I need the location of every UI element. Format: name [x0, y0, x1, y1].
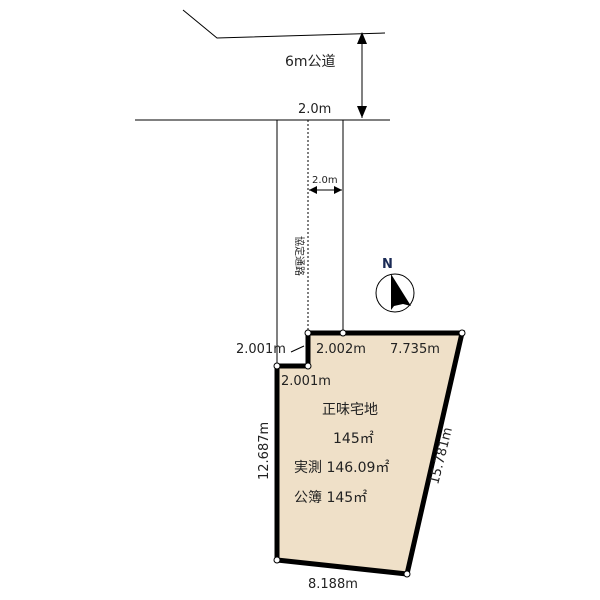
area-registered: 公簿 145㎡: [294, 490, 367, 506]
arrowhead-left: [309, 186, 317, 194]
dim-notch-bottom: 2.001m: [281, 374, 331, 389]
passage-label: 協定通路: [293, 236, 306, 276]
svg-text:N: N: [382, 257, 393, 272]
dim-left: 12.687m: [257, 422, 272, 480]
area-measured: 実測 146.09㎡: [294, 460, 389, 476]
road-frontage-label: 2.0m: [298, 102, 331, 117]
corner-markers: [273, 329, 466, 578]
notch-leader-line: [290, 345, 305, 353]
arrowhead-right: [334, 186, 342, 194]
dim-top-right: 7.735m: [390, 342, 440, 357]
area-title: 正味宅地: [322, 402, 378, 418]
dim-bottom: 8.188m: [308, 577, 358, 592]
road-edge-line: [182, 9, 386, 39]
area-net: 145㎡: [333, 431, 374, 447]
dim-notch-left: 2.001m: [236, 342, 286, 357]
arrowhead-down: [357, 106, 367, 118]
passage-width-label: 2.0m: [312, 175, 338, 186]
arrowhead-up: [357, 32, 367, 44]
dim-top-left: 2.002m: [316, 342, 366, 357]
north-compass-icon: N: [375, 257, 415, 313]
road-label: 6m公道: [285, 54, 336, 70]
